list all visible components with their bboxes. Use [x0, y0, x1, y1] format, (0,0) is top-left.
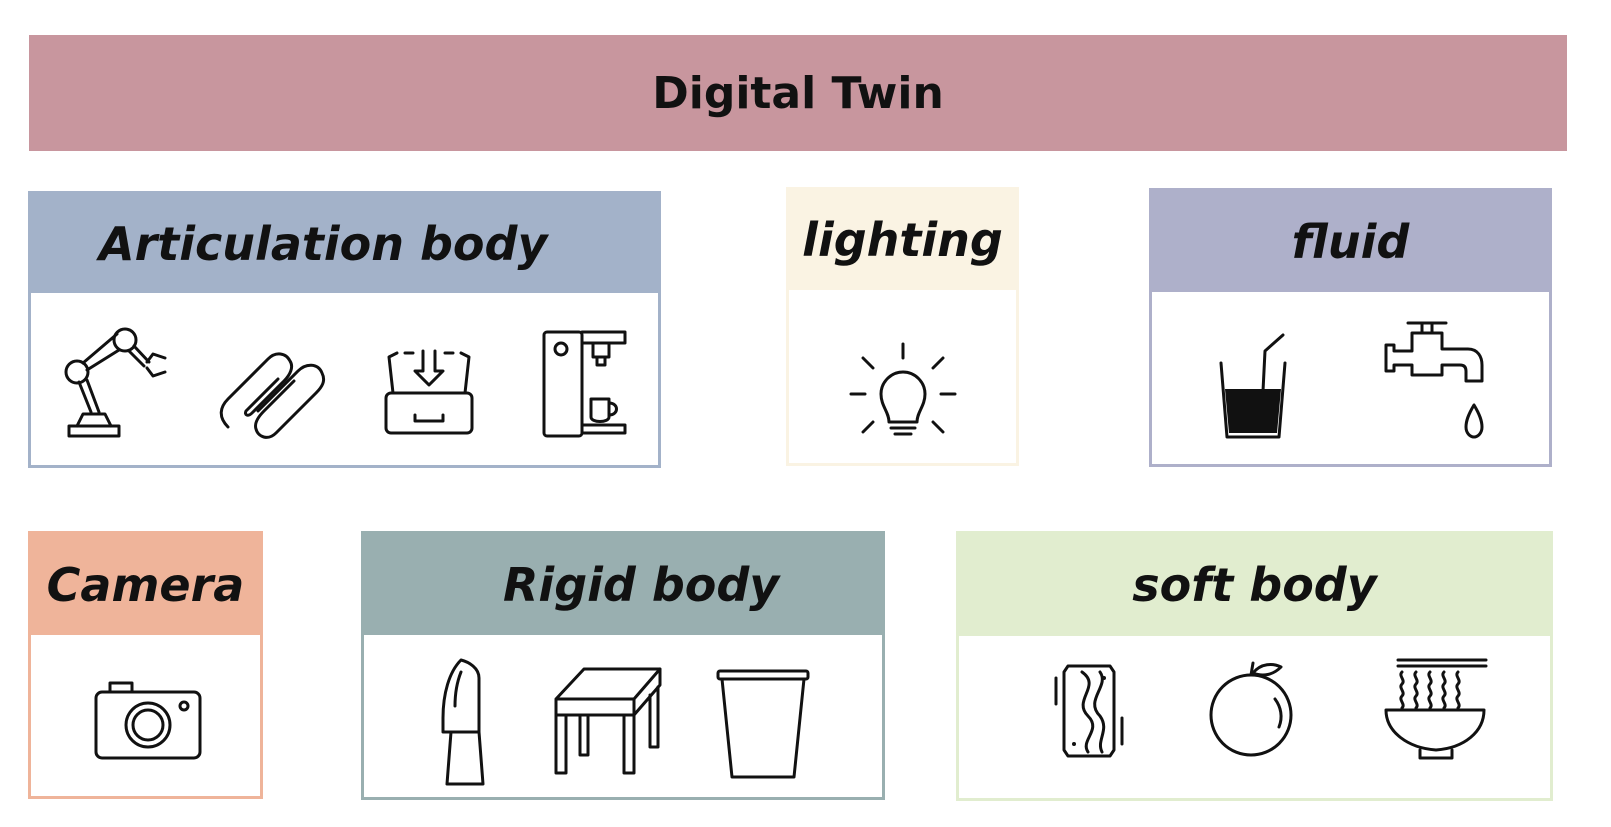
diagram-title: Digital Twin [652, 67, 944, 119]
robot-arm-icon [61, 324, 171, 439]
camera-icon [94, 680, 202, 760]
lighting-label: lighting [802, 213, 1003, 267]
soft-body-box: soft body [956, 531, 1553, 801]
table-icon [554, 667, 662, 777]
knife-icon [439, 658, 487, 788]
paperclip-chain-icon [218, 331, 328, 439]
fluid-box: fluid [1149, 188, 1552, 467]
water-tap-icon [1382, 319, 1490, 441]
drawer-icon [383, 349, 475, 437]
camera-label: Camera [46, 557, 245, 612]
articulation-body-header: Articulation body [31, 194, 658, 293]
coffee-machine-icon [541, 329, 631, 439]
lighting-header: lighting [789, 190, 1016, 290]
light-bulb-icon [849, 342, 957, 438]
drink-glass-icon [1217, 321, 1292, 441]
lighting-box: lighting [786, 187, 1019, 466]
noodle-bowl-icon [1384, 658, 1488, 762]
articulation-body-box: Articulation body [28, 191, 661, 468]
soft-body-header: soft body [959, 534, 1550, 636]
rigid-body-label: Rigid body [503, 557, 780, 612]
fluid-label: fluid [1291, 214, 1410, 269]
camera-header: Camera [31, 534, 260, 635]
fluid-header: fluid [1152, 191, 1549, 292]
articulation-body-label: Articulation body [99, 216, 548, 271]
rigid-body-box: Rigid body [361, 531, 885, 800]
orange-icon [1209, 661, 1295, 757]
digital-twin-title-bar: Digital Twin [29, 35, 1567, 151]
cup-icon [716, 669, 810, 781]
soft-body-label: soft body [1132, 558, 1377, 612]
rigid-body-header: Rigid body [364, 534, 882, 635]
camera-box: Camera [28, 531, 263, 799]
soda-can-icon [1054, 664, 1124, 758]
